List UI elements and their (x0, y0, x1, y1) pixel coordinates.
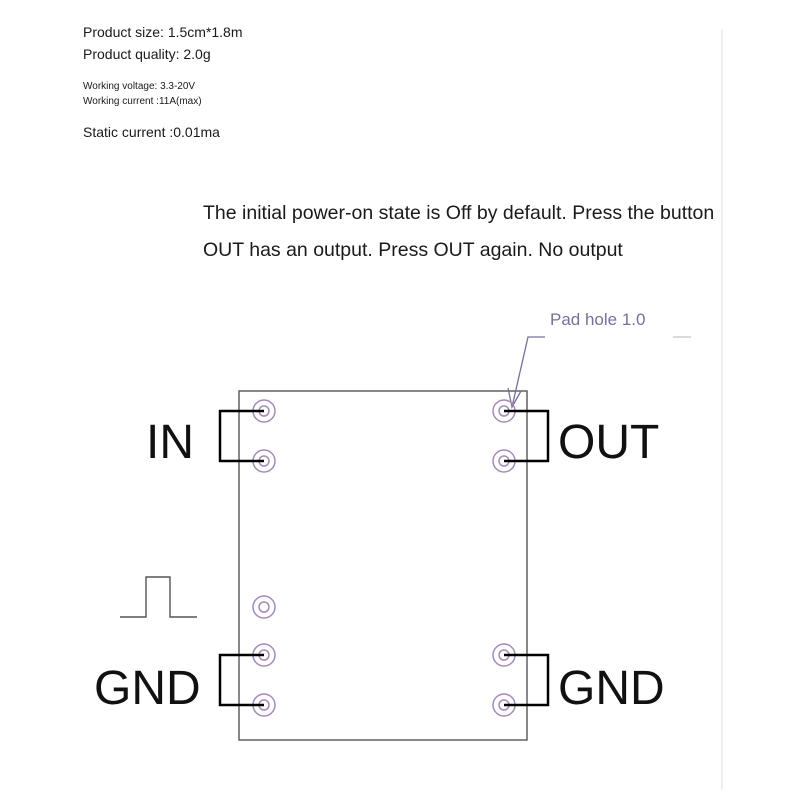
pulse-signal-icon (120, 576, 197, 618)
spec-product-size: Product size: 1.5cm*1.8m (83, 24, 243, 40)
spec-working-voltage: Working voltage: 3.3-20V (83, 81, 196, 92)
pad-hole (252, 595, 276, 619)
out-label: OUT (558, 416, 659, 469)
gnd-left-label: GND (94, 662, 201, 715)
pad-holes (252, 399, 516, 717)
spec-working-current: Working current :11A(max) (83, 96, 202, 107)
pad-hole-note: Pad hole 1.0 (550, 310, 645, 329)
in-label: IN (146, 416, 194, 469)
description-line-1: The initial power-on state is Off by def… (203, 202, 715, 224)
gnd-left-connector (218, 653, 264, 707)
description-line-2: OUT has an output. Press OUT again. No o… (203, 239, 623, 261)
pad-note-arrow (507, 336, 545, 409)
spec-static-current: Static current :0.01ma (83, 124, 220, 140)
spec-product-quality: Product quality: 2.0g (83, 46, 211, 62)
out-connector (504, 409, 550, 463)
gnd-right-connector (504, 653, 550, 707)
gnd-right-label: GND (558, 662, 665, 715)
in-connector (218, 409, 264, 463)
board-outline (238, 390, 528, 741)
